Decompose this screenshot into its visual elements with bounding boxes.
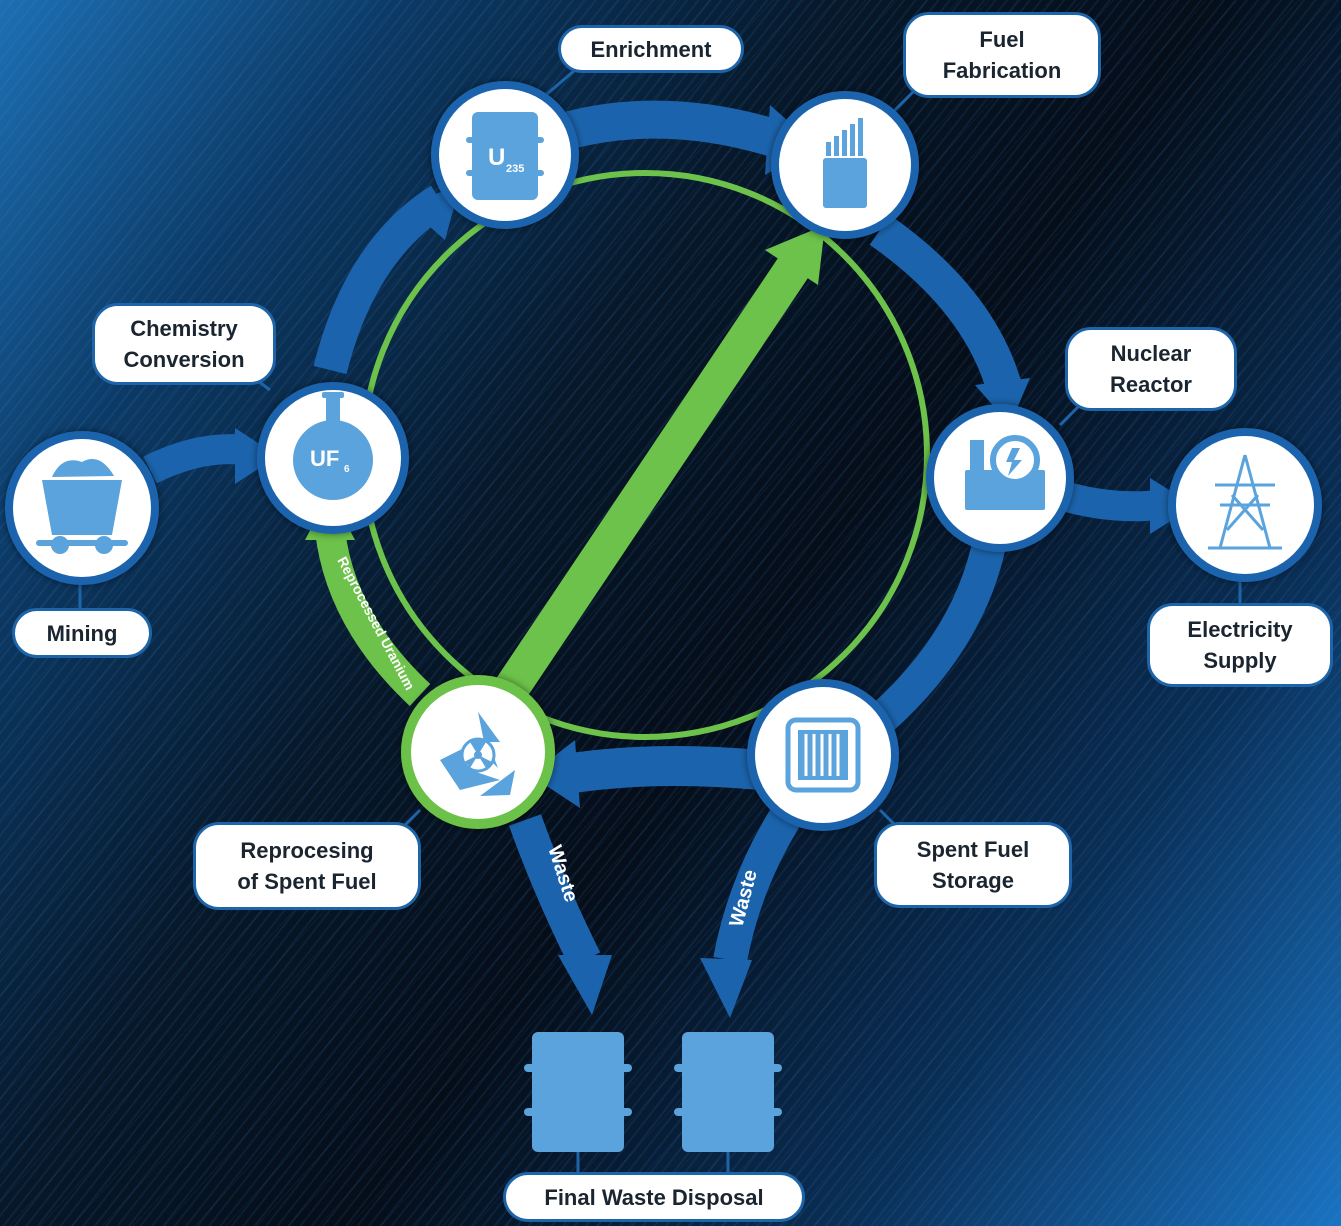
fuel-fabrication-label: Fuel Fabrication (903, 12, 1101, 98)
inner-cycle-ring (360, 170, 930, 740)
arrow-waste-left (508, 814, 601, 968)
mining-label: Mining (12, 608, 152, 658)
enrichment-label: Enrichment (558, 25, 744, 73)
arrow-reprocessed-uranium (315, 528, 431, 706)
uf6-sub-text: 6 (344, 464, 350, 475)
fuel-rods-icon (823, 118, 867, 208)
waste-barrel-icon (524, 1032, 632, 1152)
arrow-mining-to-conversion (143, 434, 247, 484)
uf6-text: UF (310, 446, 339, 471)
u235-text: U (488, 144, 505, 171)
arrow-reactor-to-electricity (1055, 480, 1162, 522)
reactor-plant-icon (965, 435, 1045, 510)
arrow-reactor-to-storage (868, 536, 1007, 733)
arrow-waste-right (713, 800, 805, 964)
cycle-arrows (143, 100, 1162, 968)
label-connectors (78, 68, 1242, 1178)
final-waste-disposal-label: Final Waste Disposal (503, 1172, 805, 1222)
u235-sub-text: 235 (506, 163, 524, 175)
arrow-enrichment-to-fabrication (565, 100, 786, 159)
arrow-fabrication-to-reactor (869, 215, 1023, 396)
reprocessing-label: Reprocesing of Spent Fuel (193, 822, 421, 910)
storage-rack-icon (785, 717, 861, 793)
arrow-storage-to-reprocessing (556, 746, 762, 795)
recycle-radiation-icon (440, 712, 515, 796)
u235-barrel-icon: U 235 (466, 112, 544, 200)
waste-barrel-icon (674, 1032, 782, 1152)
nuclear-reactor-label: Nuclear Reactor (1065, 327, 1237, 411)
chemistry-conversion-label: Chemistry Conversion (92, 303, 276, 385)
arrow-reprocessing-to-fabrication (475, 254, 810, 731)
power-tower-icon (1208, 454, 1282, 550)
uf6-flask-icon: UF 6 (293, 392, 373, 500)
electricity-supply-label: Electricity Supply (1147, 603, 1333, 687)
spent-fuel-storage-label: Spent Fuel Storage (874, 822, 1072, 908)
mine-cart-icon (36, 459, 128, 554)
